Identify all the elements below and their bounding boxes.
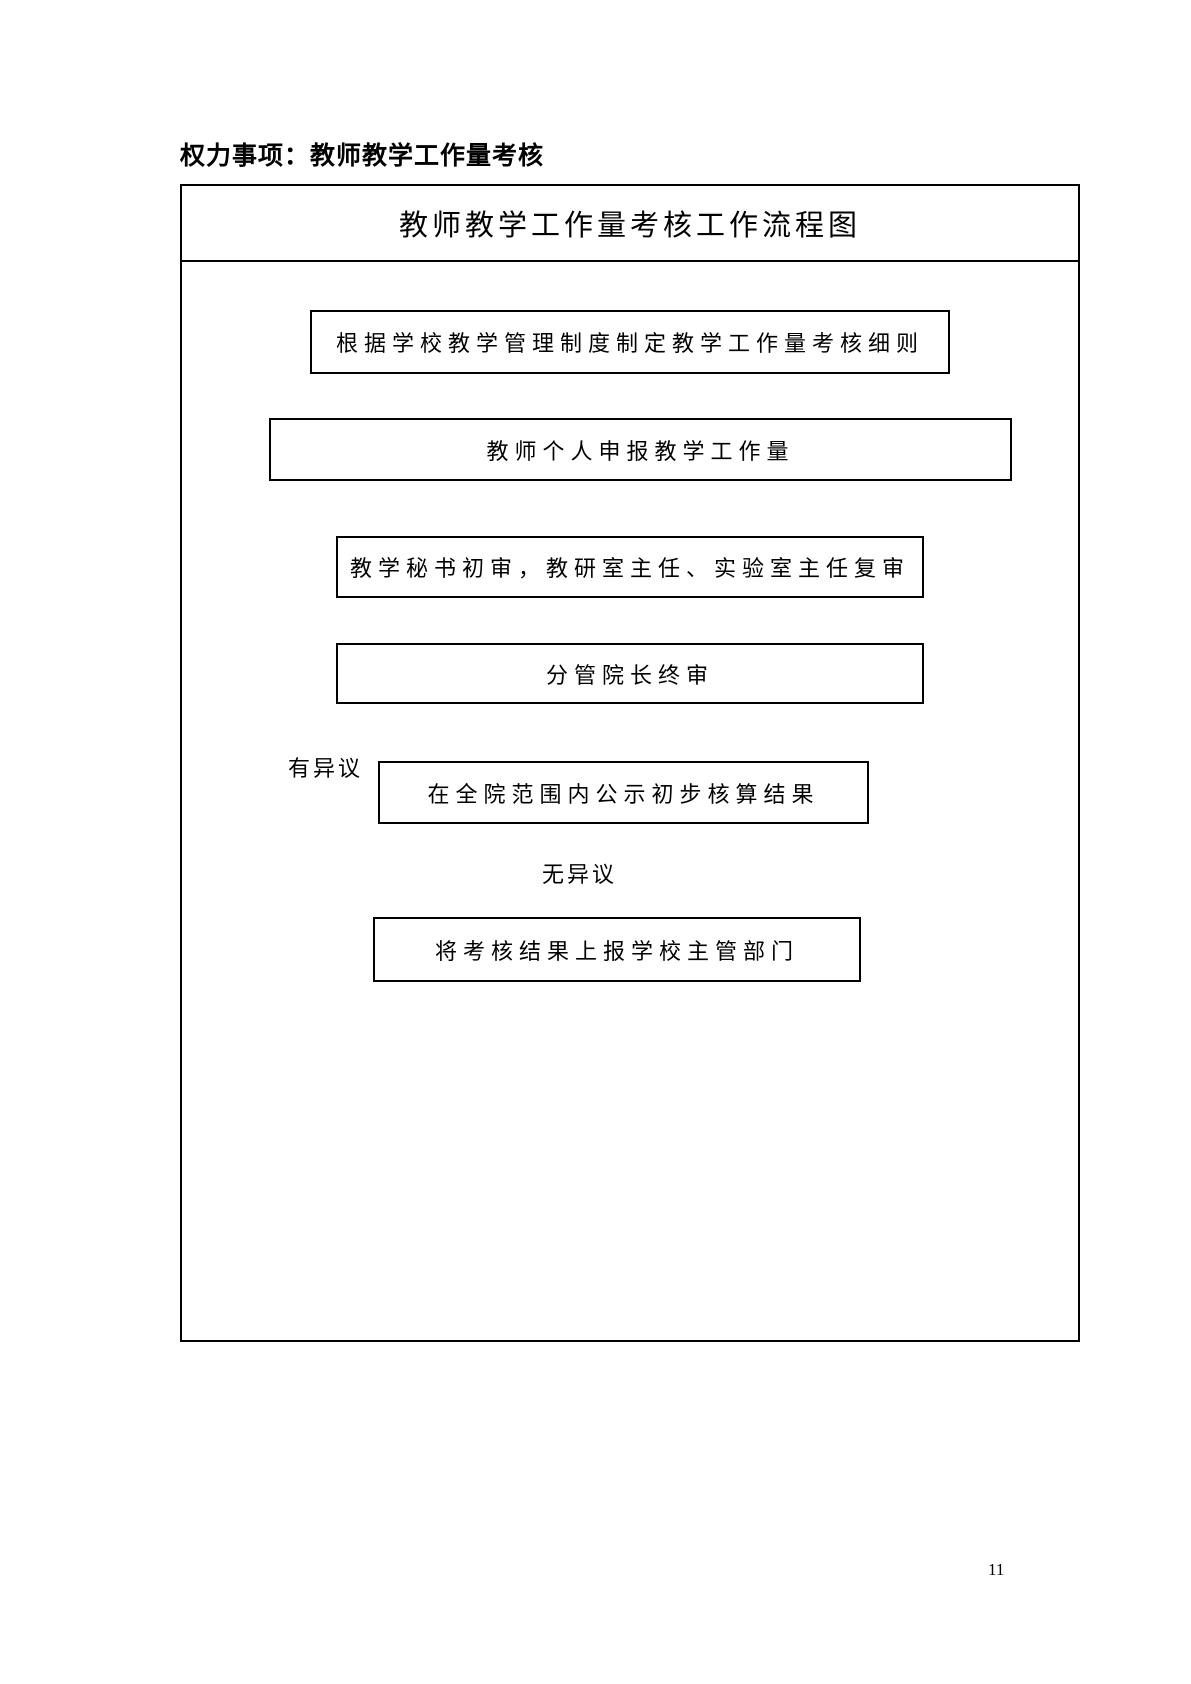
edge-label-objection: 有异议	[288, 751, 364, 783]
flow-step-dean-final-review: 分管院长终审	[336, 643, 924, 704]
flow-step-teacher-declare: 教师个人申报教学工作量	[269, 418, 1012, 481]
flowchart-title-row: 教师教学工作量考核工作流程图	[182, 186, 1078, 262]
page-number: 11	[988, 1560, 1005, 1579]
flow-step-secretary-review: 教学秘书初审，教研室主任、实验室主任复审	[336, 536, 924, 598]
flow-step-make-rules: 根据学校教学管理制度制定教学工作量考核细则	[310, 310, 950, 374]
edge-label-no-objection: 无异议	[542, 857, 618, 889]
flow-step-publicize-results: 在全院范围内公示初步核算结果	[378, 761, 869, 824]
flow-step-report-results: 将考核结果上报学校主管部门	[373, 917, 861, 982]
flowchart-title: 教师教学工作量考核工作流程图	[398, 210, 861, 242]
page-heading: 权力事项：教师教学工作量考核	[180, 143, 545, 170]
